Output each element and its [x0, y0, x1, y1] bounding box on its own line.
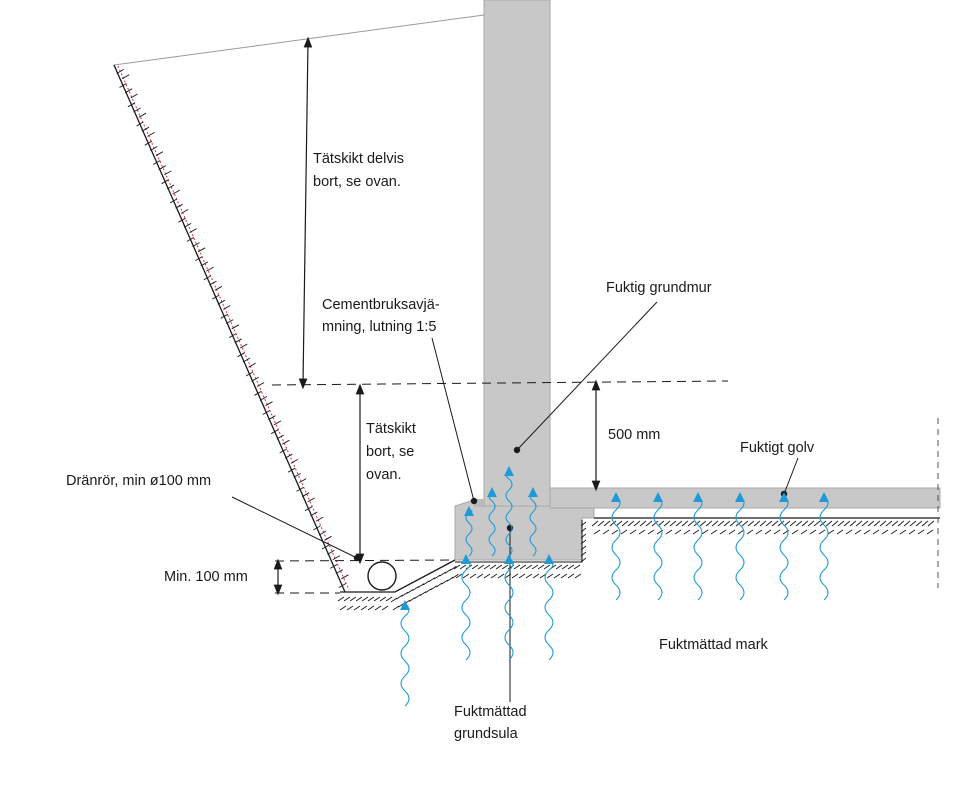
wall-moisture-3-wave [505, 469, 513, 557]
floor-moisture-5-arrowhead [819, 492, 829, 502]
label-cementbruk-line1: Cementbruksavjä- [322, 297, 440, 313]
label-fuktmattad-mark: Fuktmättad mark [659, 637, 769, 653]
label-tatskikt-bort-line2: bort, se [366, 444, 414, 460]
label-fuktig-grundmur: Fuktig grundmur [606, 280, 712, 296]
floor-slab [549, 487, 941, 509]
label-tatskikt-delvis-line2: bort, se ovan. [313, 174, 401, 190]
floor-moisture-1-wave [653, 495, 663, 601]
fuktigt-golv-leader [783, 457, 799, 495]
trench-moisture-arrowhead [400, 600, 410, 610]
footing-moisture-1-arrowhead [504, 554, 514, 564]
label-cementbruk-line2: mning, lutning 1:5 [322, 319, 436, 335]
floor-moisture-5-wave [819, 495, 829, 601]
floor-moisture-4-wave [779, 495, 789, 601]
wall-moisture-3-arrowhead [504, 466, 514, 476]
label-fuktmattad-grundsula-line2: grundsula [454, 726, 519, 742]
floor-moisture-3-arrowhead [735, 492, 745, 502]
soil-hatching-trench [337, 520, 587, 611]
trench-bottom [340, 559, 456, 593]
trench-moisture-wave [400, 603, 410, 707]
cement-leveling-layer [474, 499, 484, 507]
foundation-wall [483, 0, 551, 507]
label-tatskikt-bort-line1: Tätskikt [366, 421, 416, 437]
reference-level-dashed-line [271, 380, 729, 386]
label-fuktigt-golv: Fuktigt golv [740, 440, 815, 456]
footing-moisture-1-wave [504, 557, 514, 661]
footing-moisture-2-wave [544, 557, 554, 661]
label-tatskikt-delvis-line1: Tätskikt delvis [313, 151, 404, 167]
footing-moisture-0-arrowhead [461, 554, 471, 564]
membrane-line [117, 65, 350, 591]
cement-leader [431, 337, 475, 502]
wall-moisture-1-wave [488, 490, 496, 557]
floor-moisture-0-wave [611, 495, 621, 601]
label-fuktmattad-grundsula-line1: Fuktmättad [454, 704, 527, 720]
soil-hatching-under-slab [591, 520, 935, 535]
wall-moisture-0-arrowhead [464, 506, 474, 516]
floor-moisture-1-arrowhead [653, 492, 663, 502]
label-min100: Min. 100 mm [164, 569, 248, 585]
drain-pipe-leader [231, 496, 358, 559]
label-dranror: Dränrör, min ø100 mm [66, 473, 211, 489]
wall-moisture-2-arrowhead [528, 487, 538, 497]
excavation-slope [113, 64, 346, 593]
soil-hatching-slope [116, 69, 349, 588]
floor-moisture-3-wave [735, 495, 745, 601]
floor-moisture-0-arrowhead [611, 492, 621, 502]
moisture-arrows [400, 466, 829, 707]
min100-top-dashed-line [274, 559, 456, 562]
footing-moisture-0-wave [461, 557, 471, 661]
wall-moisture-2-wave [529, 490, 537, 557]
label-500mm: 500 mm [608, 427, 660, 443]
arrow-tatskikt-delvis [298, 36, 313, 390]
fuktig-grundmur-leader [516, 301, 658, 451]
floor-moisture-2-arrowhead [693, 492, 703, 502]
cement-leader-dot [470, 497, 478, 505]
footing [454, 499, 595, 561]
label-tatskikt-bort-line3: ovan. [366, 467, 401, 483]
floor-moisture-2-wave [693, 495, 703, 601]
original-ground-line [113, 14, 485, 66]
drain-pipe [367, 561, 397, 591]
footing-moisture-2-arrowhead [544, 554, 554, 564]
floor-moisture-4-arrowhead [779, 492, 789, 502]
wall-moisture-1-arrowhead [487, 487, 497, 497]
fuktig-grundmur-dot [513, 446, 521, 454]
